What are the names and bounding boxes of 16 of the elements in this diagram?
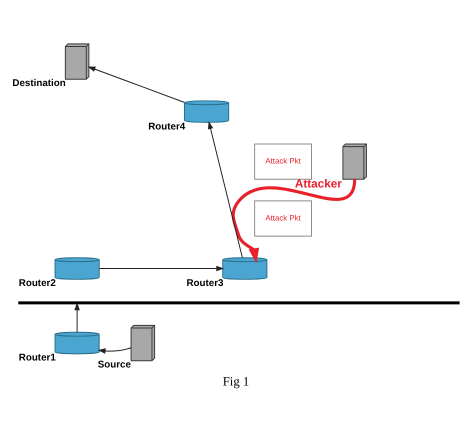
arrow [98, 265, 224, 271]
caption: Fig 1 [222, 374, 250, 388]
node-box: Attack Pkt [254, 200, 312, 236]
arrow [232, 178, 356, 263]
node-label: Router3 [186, 278, 224, 289]
node-label: Source [98, 359, 131, 370]
node-label: Router1 [18, 352, 56, 364]
node-box: Attack Pkt [254, 142, 312, 180]
node-label: Router2 [18, 278, 56, 289]
arrow [208, 120, 243, 258]
arrow [88, 66, 185, 102]
arrow [74, 302, 80, 332]
node-label: Destination [12, 78, 66, 89]
node-label: Attacker [294, 177, 342, 190]
node-label: Router4 [148, 120, 186, 132]
arrow [98, 346, 132, 354]
